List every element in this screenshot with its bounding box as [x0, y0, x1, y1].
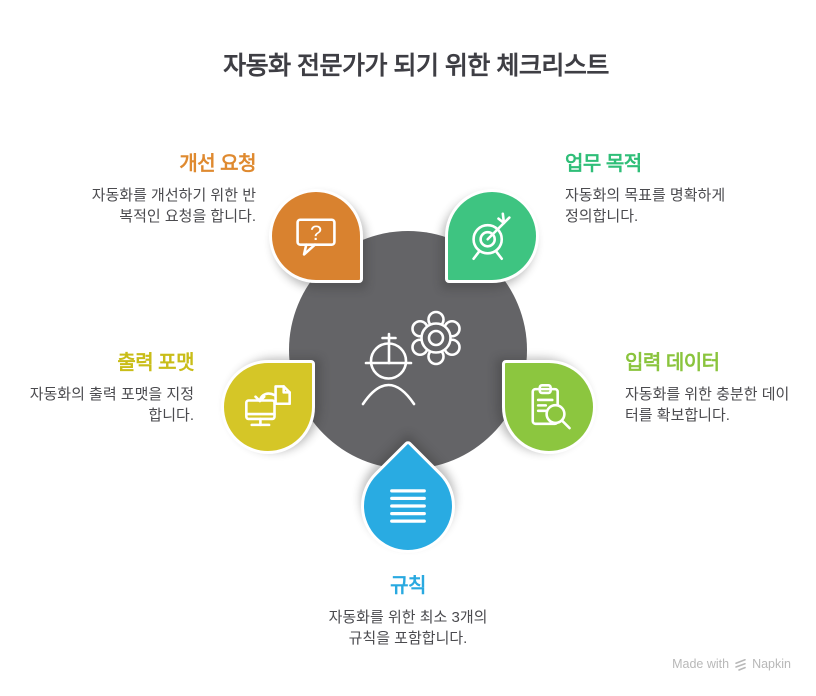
improvement-request-title: 개선 요청 — [179, 153, 256, 175]
petal-improvement-request: ? — [269, 189, 363, 283]
question-mark: ? — [310, 220, 322, 245]
label-rules: 규칙 자동화를 위한 최소 3개의 규칙을 포함합니다. — [329, 574, 488, 649]
napkin-logo-icon — [735, 658, 746, 671]
work-purpose-title: 업무 목적 — [565, 153, 642, 175]
output-format-description: 자동화의 출력 포맷을 지정 합니다. — [29, 386, 194, 424]
improvement-request-description: 자동화를 개선하기 위한 반 복적인 요청을 합니다. — [91, 187, 256, 225]
petal-rules — [341, 439, 475, 573]
napkin-brand-text: Napkin — [752, 657, 791, 671]
engineer-with-gear-icon — [361, 310, 461, 406]
monitor-document-arrow-icon — [245, 385, 291, 427]
label-output-format: 출력 포맷 자동화의 출력 포맷을 지정 합니다. — [29, 351, 195, 426]
rules-description: 자동화를 위한 최소 3개의 규칙을 포함합니다. — [328, 609, 488, 647]
page-title: 자동화 전문가가 되기 위한 체크리스트 — [223, 52, 609, 80]
question-speech-bubble-icon: ? — [296, 218, 336, 256]
list-lines-icon — [390, 489, 426, 523]
clipboard-magnifier-icon — [531, 384, 571, 430]
label-work-purpose: 업무 목적 자동화의 목표를 명확하게 정의합니다. — [565, 152, 725, 227]
made-with-napkin: Made with Napkin — [672, 657, 791, 671]
petal-output-format — [221, 360, 315, 454]
input-data-title: 입력 데이터 — [625, 352, 720, 374]
work-purpose-description: 자동화의 목표를 명확하게 정의합니다. — [565, 187, 726, 225]
target-dart-icon — [472, 212, 511, 261]
petal-work-purpose — [445, 189, 539, 283]
petal-input-data — [502, 360, 596, 454]
label-improvement-request: 개선 요청 자동화를 개선하기 위한 반 복적인 요청을 합니다. — [91, 152, 257, 227]
output-format-title: 출력 포맷 — [117, 352, 194, 374]
made-with-text: Made with — [672, 657, 730, 671]
input-data-description: 자동화를 위한 충분한 데이 터를 확보합니다. — [625, 386, 790, 424]
label-input-data: 입력 데이터 자동화를 위한 충분한 데이 터를 확보합니다. — [625, 351, 789, 426]
rules-title: 규칙 — [390, 575, 426, 597]
